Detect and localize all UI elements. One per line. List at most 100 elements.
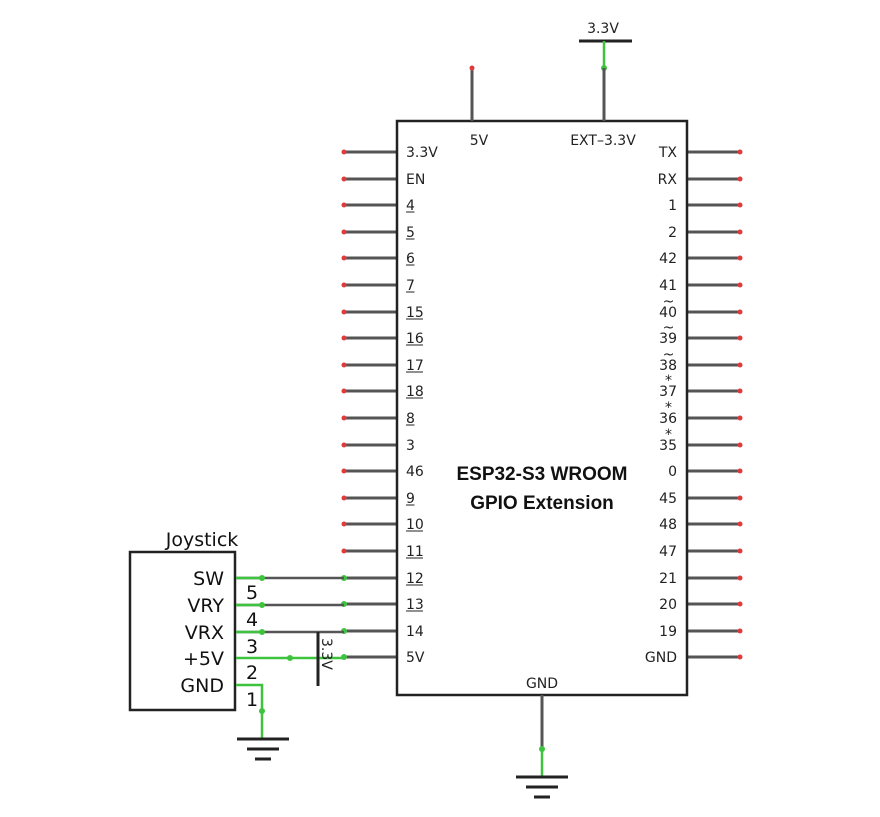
right-pin-end [737, 362, 743, 368]
right-pin-label: 45 [659, 491, 677, 507]
right-pin-end [737, 309, 743, 315]
right-pin-label: 38 [659, 358, 677, 374]
left-pin-label: 17 [406, 358, 424, 374]
left-pin-end [341, 548, 347, 554]
left-pin-label: 5 [406, 225, 415, 241]
left-pin-end [341, 468, 347, 474]
junction-dot [259, 602, 265, 608]
joystick-pin-number: 2 [246, 662, 258, 684]
junction-dot [259, 629, 265, 635]
left-pin-label: 11 [406, 544, 424, 560]
chip-title-line2: GPIO Extension [470, 493, 614, 514]
left-pin-end [341, 149, 347, 155]
right-pin-end [737, 575, 743, 581]
esp32-chip-body [395, 119, 689, 697]
left-pin-end [341, 442, 347, 448]
right-pin-label: 41 [659, 278, 677, 294]
right-pin-end [737, 202, 743, 208]
joystick-pin-number: 3 [246, 636, 258, 658]
joystick-pin-label: VRY [187, 595, 224, 617]
left-pin-label: 15 [406, 305, 424, 321]
pin-mark: * [665, 373, 672, 389]
right-pin-label: 19 [659, 624, 677, 640]
right-pin-end [737, 521, 743, 527]
right-pin-end [737, 442, 743, 448]
right-pin-end [737, 335, 743, 341]
joystick-pin-number: 4 [246, 609, 258, 631]
left-pin-label: 4 [406, 198, 415, 214]
right-pin-label: 21 [659, 571, 677, 587]
right-pin-label: 48 [659, 517, 677, 533]
left-pin-label: 5V [406, 650, 425, 666]
power-rail-3v3-label: 3.3V [587, 21, 619, 37]
ground-symbol-joystick [237, 737, 289, 761]
left-pin-label: 9 [406, 491, 415, 507]
right-pin-end [737, 628, 743, 634]
left-pin-label: EN [406, 172, 425, 188]
right-pin-label: 20 [659, 597, 677, 613]
right-pin-label: 47 [659, 544, 677, 560]
left-pin-label: 16 [406, 331, 424, 347]
left-pin-end [341, 255, 347, 261]
joystick-wires [236, 575, 344, 738]
pin-mark: * [665, 400, 672, 416]
right-pin-label: 39 [659, 331, 677, 347]
left-pin-label: 3.3V [406, 145, 438, 161]
ground-symbol-chip [516, 775, 568, 799]
joystick-title: Joystick [165, 529, 239, 551]
left-pin-label: 46 [406, 464, 424, 480]
right-pin-end [737, 176, 743, 182]
top-5v-label: 5V [470, 133, 489, 149]
left-pin-end [341, 309, 347, 315]
right-pin-label: 0 [668, 464, 677, 480]
junction-dot [287, 655, 293, 661]
joystick-pin-label: VRX [185, 622, 224, 644]
left-pin-end [341, 362, 347, 368]
right-pin-label: 37 [659, 384, 677, 400]
left-pin-label: 18 [406, 384, 424, 400]
left-pin-label: 6 [406, 251, 415, 267]
pin-mark: ~ [663, 320, 675, 336]
top-5v-pin-end [469, 65, 475, 71]
right-pin-end [737, 468, 743, 474]
right-pin-label: 42 [659, 251, 677, 267]
left-pin-end [341, 202, 347, 208]
right-pin-end [737, 654, 743, 660]
left-pin-label: 10 [406, 517, 424, 533]
pin-mark: ~ [663, 294, 675, 310]
junction-dot [259, 575, 265, 581]
left-pin-end [341, 229, 347, 235]
left-pin-label: 8 [406, 411, 415, 427]
wire-gnd [236, 683, 264, 738]
right-pin-label: TX [658, 145, 678, 161]
right-pin-end [737, 149, 743, 155]
left-pin-label: 7 [406, 278, 415, 294]
right-pin-label: 2 [668, 225, 677, 241]
left-pin-label: 13 [406, 597, 424, 613]
joystick-box [128, 550, 237, 712]
right-pin-label: 40 [659, 305, 677, 321]
left-pin-end [341, 388, 347, 394]
junction-dot [259, 708, 265, 714]
right-pin-label: 1 [668, 198, 677, 214]
left-pin-end [341, 176, 347, 182]
right-pin-label: 35 [659, 438, 677, 454]
joystick-pin-number: 1 [246, 689, 258, 711]
divider-3v3-label: 3.3V [318, 638, 334, 670]
right-pin-label: GND [645, 650, 677, 666]
chip-title-line1: ESP32-S3 WROOM [456, 464, 627, 485]
right-pin-label: 36 [659, 411, 677, 427]
left-pin-end [341, 415, 347, 421]
joystick-pin-label: SW [193, 568, 224, 590]
right-pin-end [737, 601, 743, 607]
left-pin-label: 14 [406, 624, 424, 640]
pin-mark: ~ [663, 347, 675, 363]
right-pin-end [737, 229, 743, 235]
joystick-pin-number: 5 [246, 582, 258, 604]
left-pin-end [341, 335, 347, 341]
right-pin-end [737, 282, 743, 288]
left-pin-end [341, 521, 347, 527]
right-pin-group: TXRX12424140~39~38~37*36*35*045484721201… [645, 145, 743, 666]
